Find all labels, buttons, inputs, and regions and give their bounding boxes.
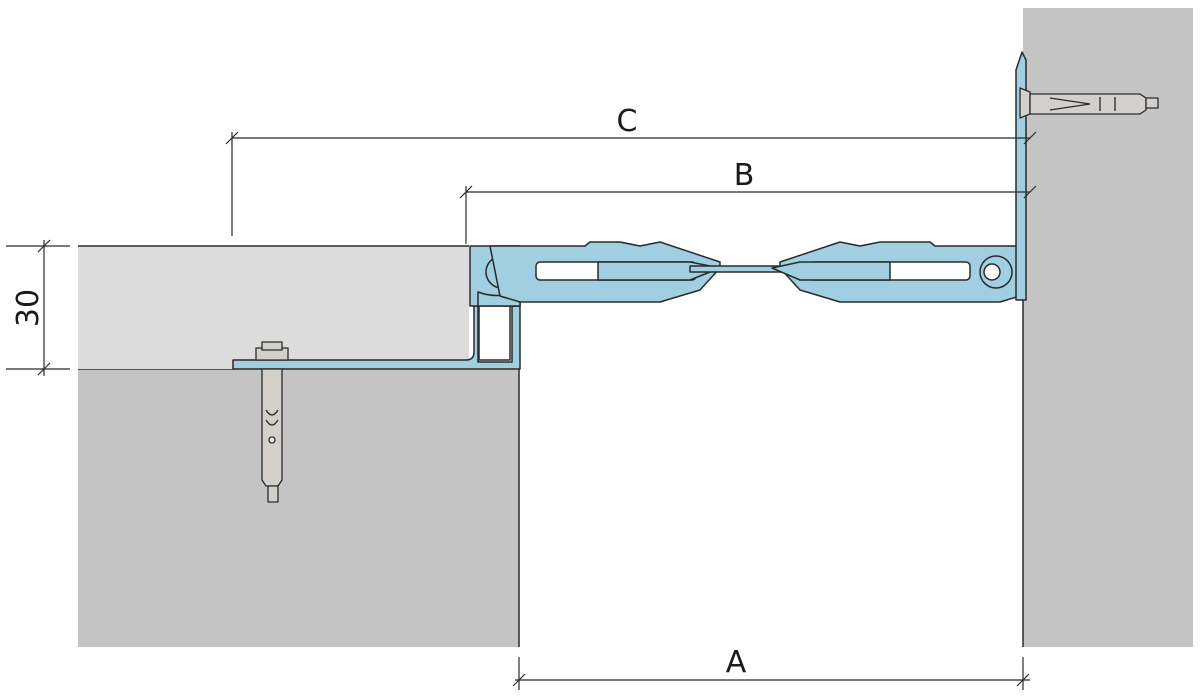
dimension-a-label: A	[726, 645, 747, 680]
dimension-thickness	[6, 239, 70, 376]
dimension-a	[512, 657, 1030, 690]
left-anchor-bolt	[255, 341, 289, 503]
left-concrete-slab	[78, 368, 520, 647]
bridge-plate	[489, 241, 1021, 303]
dimension-c-label: C	[617, 104, 638, 139]
dimension-c	[225, 131, 1037, 236]
dimension-b	[459, 185, 1037, 244]
dimension-b-label: B	[734, 158, 755, 193]
right-anchor-bolt	[1019, 87, 1159, 119]
dimension-thickness-label: 30	[11, 289, 46, 327]
